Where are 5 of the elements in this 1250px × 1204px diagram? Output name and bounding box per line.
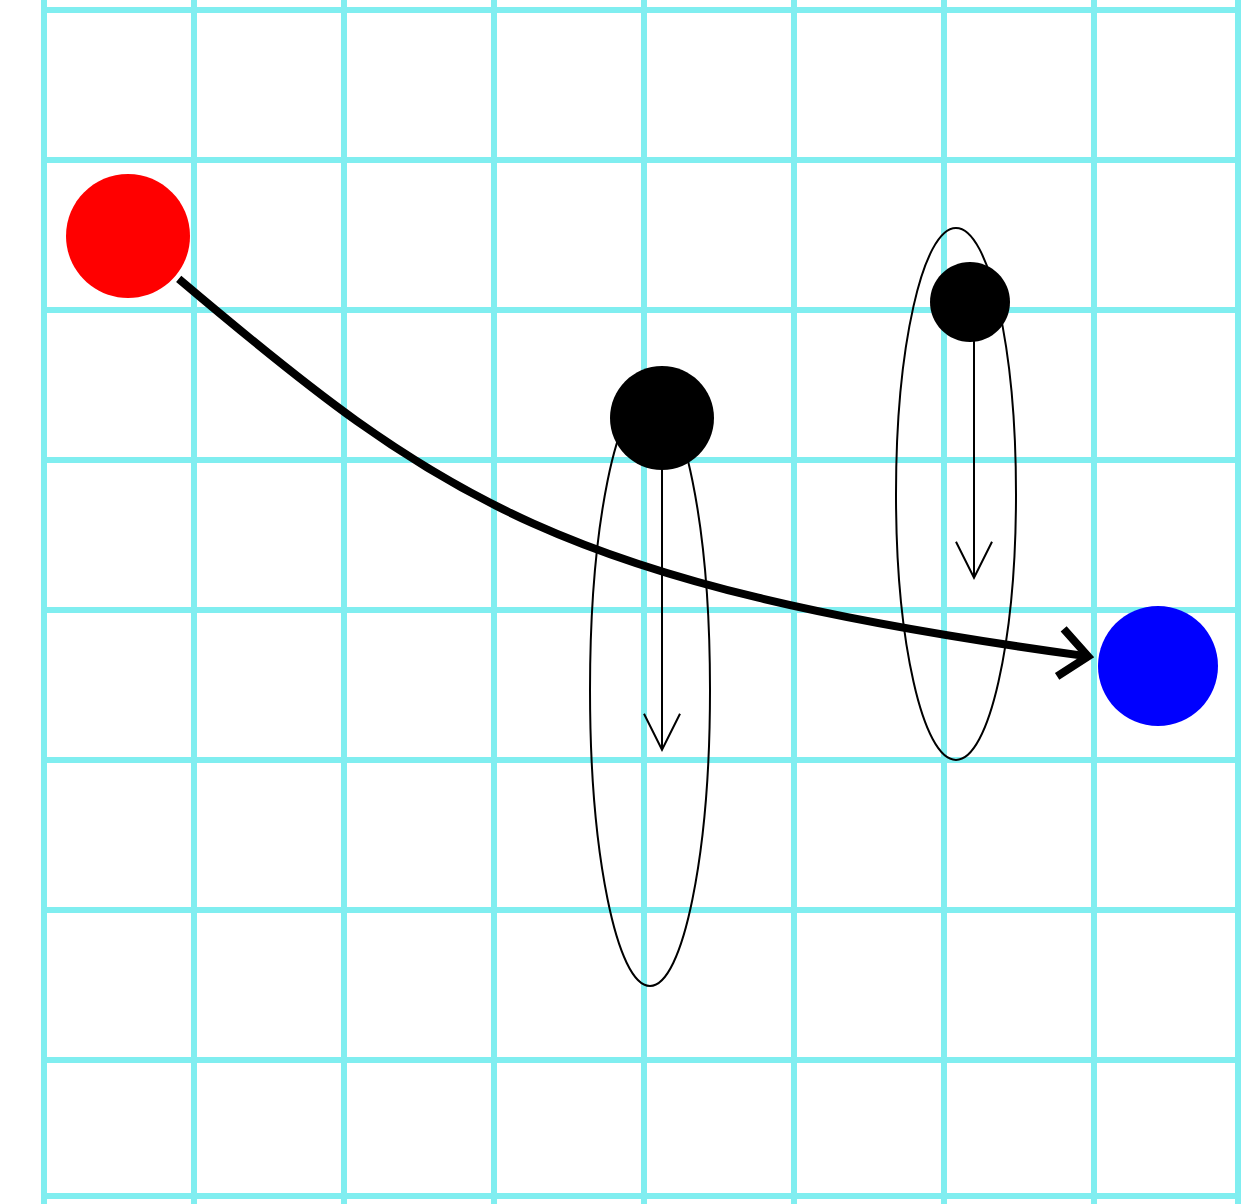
arrow (176, 275, 1095, 680)
dot (66, 174, 190, 298)
dot (1098, 606, 1218, 726)
dot (930, 262, 1010, 342)
dot (610, 366, 714, 470)
